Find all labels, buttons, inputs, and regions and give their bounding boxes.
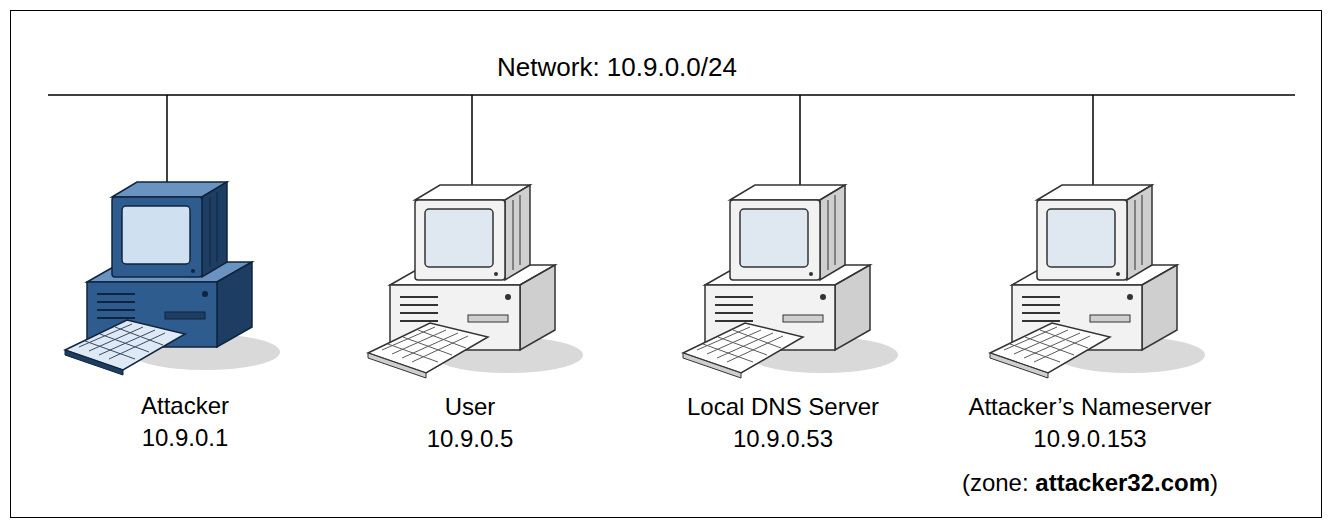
drop-line <box>799 95 801 188</box>
frame <box>11 11 1322 518</box>
ip-address: 10.9.0.1 <box>137 422 234 454</box>
computer-label: Attacker’s Nameserver10.9.0.153 (zone: at… <box>958 391 1223 499</box>
network-bus <box>48 94 1295 96</box>
host-name: Local DNS Server <box>683 391 884 423</box>
host-name: User <box>423 391 518 423</box>
computer-icon <box>990 185 1205 378</box>
computer-icon <box>368 185 583 378</box>
drop-line <box>166 95 168 185</box>
computer-icon <box>65 182 280 375</box>
drop-line <box>471 95 473 188</box>
computer-label: Local DNS Server10.9.0.53 <box>683 391 884 455</box>
drop-line <box>1092 95 1094 188</box>
zone-note: (zone: attacker32.com) <box>958 467 1223 499</box>
host-name: Attacker <box>137 390 234 422</box>
computer-icon <box>683 185 898 378</box>
computer-label: Attacker10.9.0.1 <box>137 390 234 454</box>
ip-address: 10.9.0.153 <box>958 423 1223 455</box>
network-label: Network: 10.9.0.0/24 <box>497 51 737 83</box>
host-name: Attacker’s Nameserver <box>958 391 1223 423</box>
computer-label: User10.9.0.5 <box>423 391 518 455</box>
ip-address: 10.9.0.5 <box>423 423 518 455</box>
ip-address: 10.9.0.53 <box>683 423 884 455</box>
